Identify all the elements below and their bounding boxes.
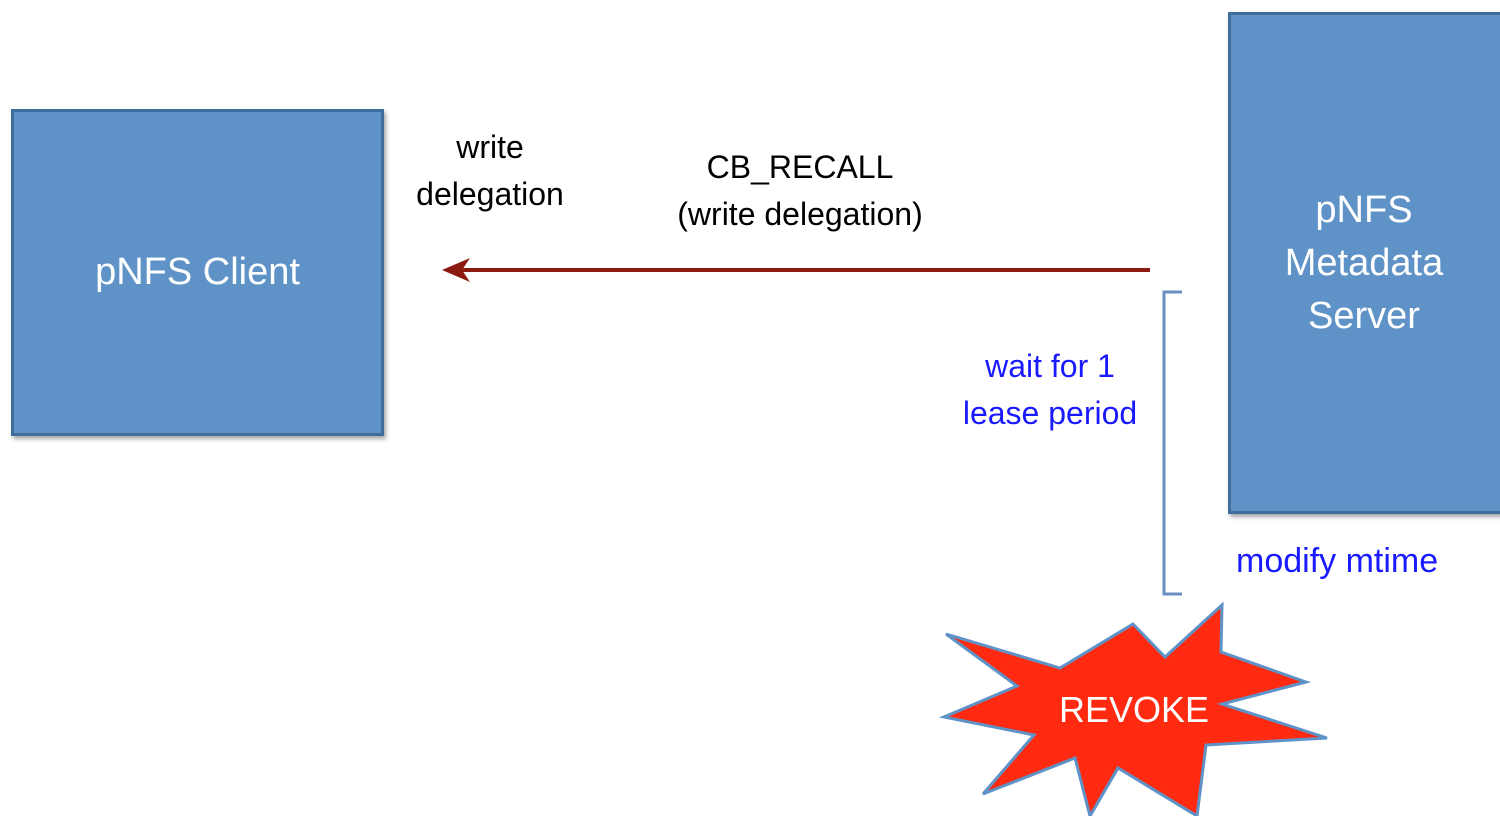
write-delegation-line-2: delegation — [416, 176, 564, 212]
left-bracket-icon — [1162, 290, 1182, 596]
cb-recall-arrow — [442, 258, 1150, 282]
server-label-line-1: pNFS — [1315, 188, 1413, 231]
write-delegation-line-1: write — [456, 129, 524, 165]
write-delegation-label: write delegation — [400, 124, 580, 218]
left-arrow-icon — [442, 258, 470, 282]
server-label-line-2: Metadata — [1284, 241, 1444, 284]
client-label: pNFS Client — [95, 251, 300, 293]
server-label-line-3: Server — [1308, 294, 1420, 337]
modify-mtime-label: modify mtime — [1236, 542, 1439, 580]
revoke-label: REVOKE — [1058, 689, 1210, 730]
starburst-icon — [938, 601, 1328, 816]
wait-lease-line-2: lease period — [962, 395, 1138, 431]
cb-recall-line-1: CB_RECALL — [706, 149, 894, 185]
cb-recall-label: CB_RECALL (write delegation) — [620, 144, 980, 238]
wait-lease-label: wait for 1 lease period — [940, 343, 1160, 437]
cb-recall-line-2: (write delegation) — [677, 196, 923, 232]
pnfs-client-box: pNFS Client — [11, 109, 384, 436]
pnfs-metadata-server-box: pNFS Metadata Server — [1228, 12, 1500, 514]
wait-lease-line-1: wait for 1 — [985, 348, 1115, 384]
